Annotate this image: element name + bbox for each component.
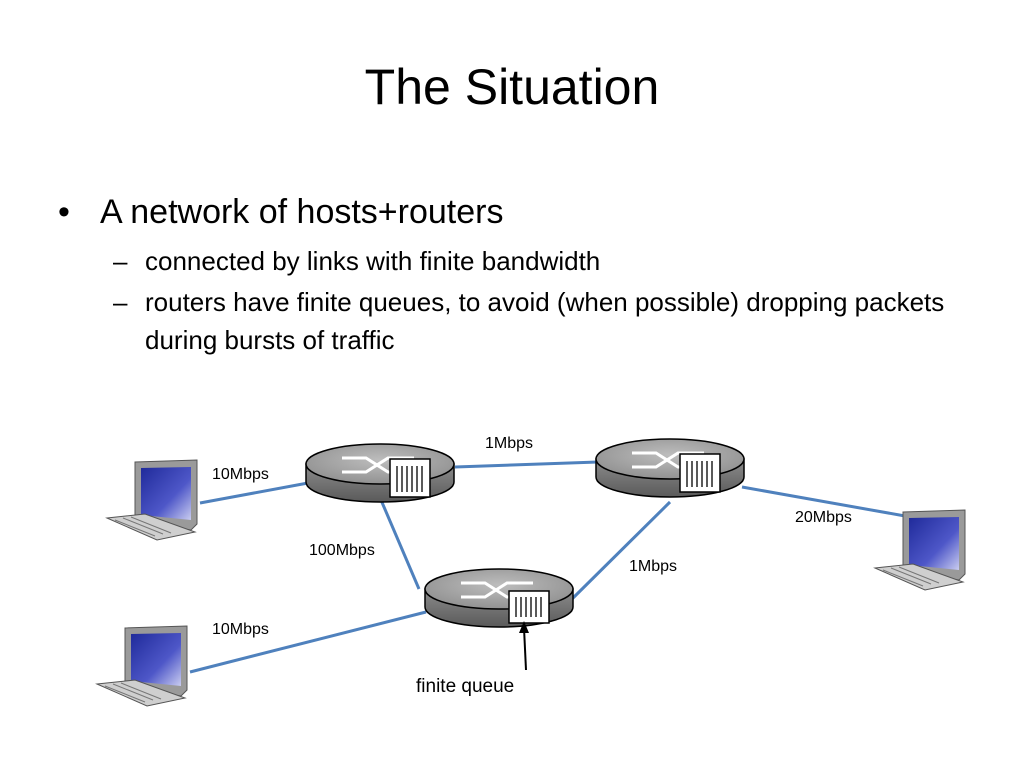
- bullet-item: • A network of hosts+routers: [58, 192, 958, 233]
- sub-bullet-text: routers have finite queues, to avoid (wh…: [145, 287, 945, 356]
- sub-bullet-text: connected by links with finite bandwidth: [145, 245, 601, 276]
- bullet-list: • A network of hosts+routers – connected…: [58, 192, 958, 360]
- dash-icon: –: [113, 245, 128, 276]
- router-3: [424, 568, 574, 628]
- link-label: 100Mbps: [309, 542, 375, 559]
- link-label: 1Mbps: [485, 435, 533, 452]
- bullet-text: A network of hosts+routers: [100, 193, 504, 231]
- link-router1-router3: [379, 499, 421, 590]
- host-computer-icon: [873, 509, 966, 591]
- queue-icon: [389, 458, 431, 498]
- bullet-dot-icon: •: [58, 193, 70, 231]
- slide-title: The Situation: [364, 59, 660, 115]
- router-2: [595, 438, 745, 498]
- link-label: 20Mbps: [795, 509, 852, 526]
- sub-bullet-item: – routers have finite queues, to avoid (…: [58, 284, 958, 359]
- sub-bullet-item: – connected by links with finite bandwid…: [58, 243, 958, 281]
- link-label: 1Mbps: [629, 558, 677, 575]
- queue-label: finite queue: [416, 676, 514, 697]
- link-label: 10Mbps: [212, 621, 269, 638]
- queue-pointer-arrow: [519, 621, 529, 671]
- host-computer-icon: [105, 459, 198, 541]
- link-router3-router2: [570, 500, 672, 601]
- dash-icon: –: [113, 287, 128, 318]
- queue-icon: [679, 453, 721, 493]
- link-host1-router1: [199, 481, 309, 505]
- link-label: 10Mbps: [212, 466, 269, 483]
- queue-icon: [508, 590, 550, 624]
- link-router1-router2: [454, 460, 599, 469]
- link-host2-router3: [189, 610, 427, 674]
- link-router2-host3: [741, 485, 906, 518]
- host-computer-icon: [95, 625, 188, 707]
- router-1: [305, 443, 455, 503]
